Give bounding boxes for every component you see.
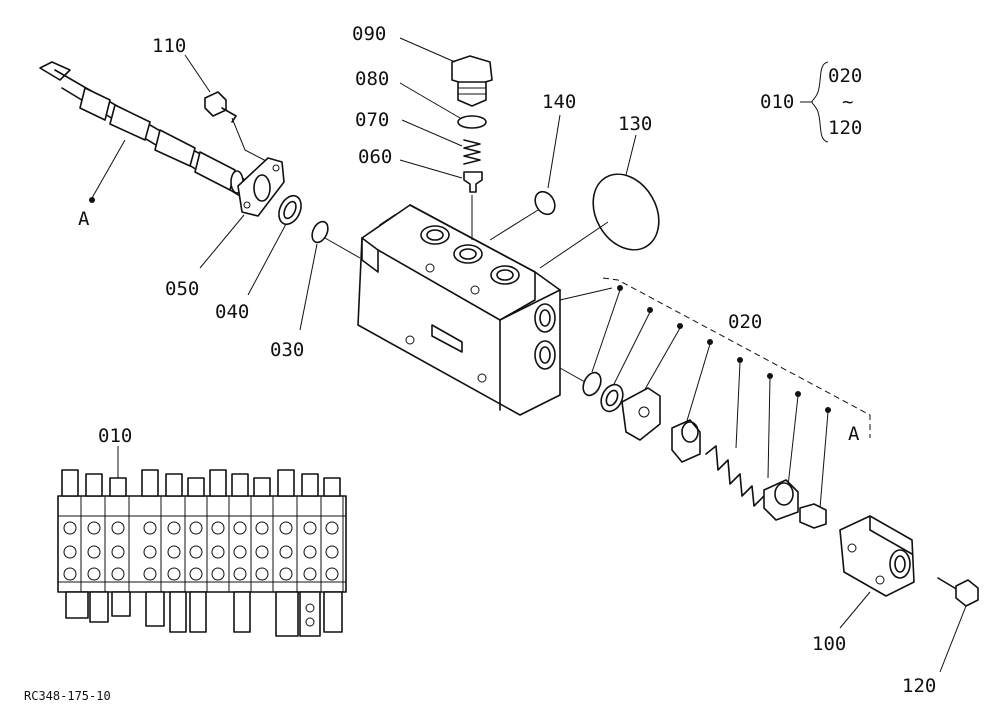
legend-range-start: 020 xyxy=(828,65,862,87)
spool-assembly xyxy=(39,61,246,199)
inset-port-circle xyxy=(233,567,247,581)
drawing-code: RC348-175-10 xyxy=(24,689,111,703)
inset-port-circle xyxy=(111,545,125,559)
inset-section-top xyxy=(301,473,319,497)
inset-section-top xyxy=(61,469,79,497)
inset-port-circle xyxy=(279,567,293,581)
part-label-060: 060 xyxy=(358,146,392,168)
inset-port-circle xyxy=(211,521,225,535)
inset-section-top xyxy=(109,477,127,497)
inset-port-circle xyxy=(255,545,269,559)
inset-port-circle xyxy=(63,521,77,535)
inset-section-top xyxy=(323,477,341,497)
part-label-030: 030 xyxy=(270,339,304,361)
inset-section-top xyxy=(253,477,271,497)
inset-section-top xyxy=(277,469,295,497)
inset-port-circle xyxy=(167,521,181,535)
part-label-020: 020 xyxy=(728,311,762,333)
inset-port-circle xyxy=(63,545,77,559)
inset-port-circle xyxy=(143,567,157,581)
oring-030 xyxy=(299,220,361,331)
oring-140 xyxy=(489,114,561,241)
valve-bank-inset: 010 xyxy=(57,425,347,637)
part-label-040: 040 xyxy=(215,301,249,323)
inset-section-top xyxy=(141,469,159,497)
inset-port-circle xyxy=(279,545,293,559)
poppet-060 xyxy=(399,159,483,240)
inset-section-top xyxy=(231,473,249,497)
spring-070 xyxy=(401,119,481,165)
inset-port-circle xyxy=(303,521,317,535)
part-label-050: 050 xyxy=(165,278,199,300)
part-label-120: 120 xyxy=(902,675,936,697)
inset-port-circle xyxy=(279,521,293,535)
plug-090 xyxy=(399,37,493,107)
inset-port-circle xyxy=(211,545,225,559)
ref-label-a-right: A xyxy=(848,423,860,445)
inset-port-circle xyxy=(303,545,317,559)
inset-label-010: 010 xyxy=(98,425,132,447)
inset-port-circle xyxy=(167,545,181,559)
inset-port-circle xyxy=(233,545,247,559)
inset-port-circle xyxy=(325,567,339,581)
inset-port-circle xyxy=(87,521,101,535)
ring-040 xyxy=(247,194,302,296)
flange-050 xyxy=(199,157,285,269)
inset-port-circle xyxy=(189,545,203,559)
assembly-legend: 010 020 ~ 120 xyxy=(760,61,862,143)
inset-port-circle xyxy=(325,545,339,559)
part-label-140: 140 xyxy=(542,91,576,113)
inset-port-circle xyxy=(111,521,125,535)
inset-port-circle xyxy=(233,521,247,535)
legend-assembly: 010 xyxy=(760,91,794,113)
inset-port-circle xyxy=(325,521,339,535)
inset-port-circle xyxy=(143,521,157,535)
oring-080 xyxy=(457,115,487,129)
inset-port-circle xyxy=(87,567,101,581)
inset-port-circle xyxy=(255,521,269,535)
inset-port-circle xyxy=(189,567,203,581)
valve-body xyxy=(357,204,613,416)
bolt-120 xyxy=(937,577,979,673)
part-label-110: 110 xyxy=(152,35,186,57)
inset-port-circle xyxy=(63,567,77,581)
legend-range-end: 120 xyxy=(828,117,862,139)
part-label-130: 130 xyxy=(618,113,652,135)
inset-section-top xyxy=(85,473,103,497)
inset-section-top xyxy=(209,469,227,497)
inset-port-circle xyxy=(303,567,317,581)
cap-100 xyxy=(839,515,915,629)
part-label-100: 100 xyxy=(812,633,846,655)
inset-port-circle xyxy=(211,567,225,581)
ref-dot-a-left xyxy=(89,197,95,203)
inset-port-circle xyxy=(87,545,101,559)
inset-port-circle xyxy=(189,521,203,535)
right-stack-parts xyxy=(559,367,827,529)
screw-110 xyxy=(184,54,269,163)
part-label-080: 080 xyxy=(355,68,389,90)
inset-section-top xyxy=(187,477,205,497)
part-label-070: 070 xyxy=(355,109,389,131)
inset-port-circle xyxy=(111,567,125,581)
inset-section-top xyxy=(165,473,183,497)
ref-label-a-left: A xyxy=(78,208,90,230)
part-label-090: 090 xyxy=(352,23,386,45)
inset-port-circle xyxy=(255,567,269,581)
group-bracket-020 xyxy=(591,277,871,509)
inset-port-circle xyxy=(143,545,157,559)
oring-130 xyxy=(539,134,660,269)
inset-port-circle xyxy=(167,567,181,581)
legend-range-tilde: ~ xyxy=(842,91,853,113)
